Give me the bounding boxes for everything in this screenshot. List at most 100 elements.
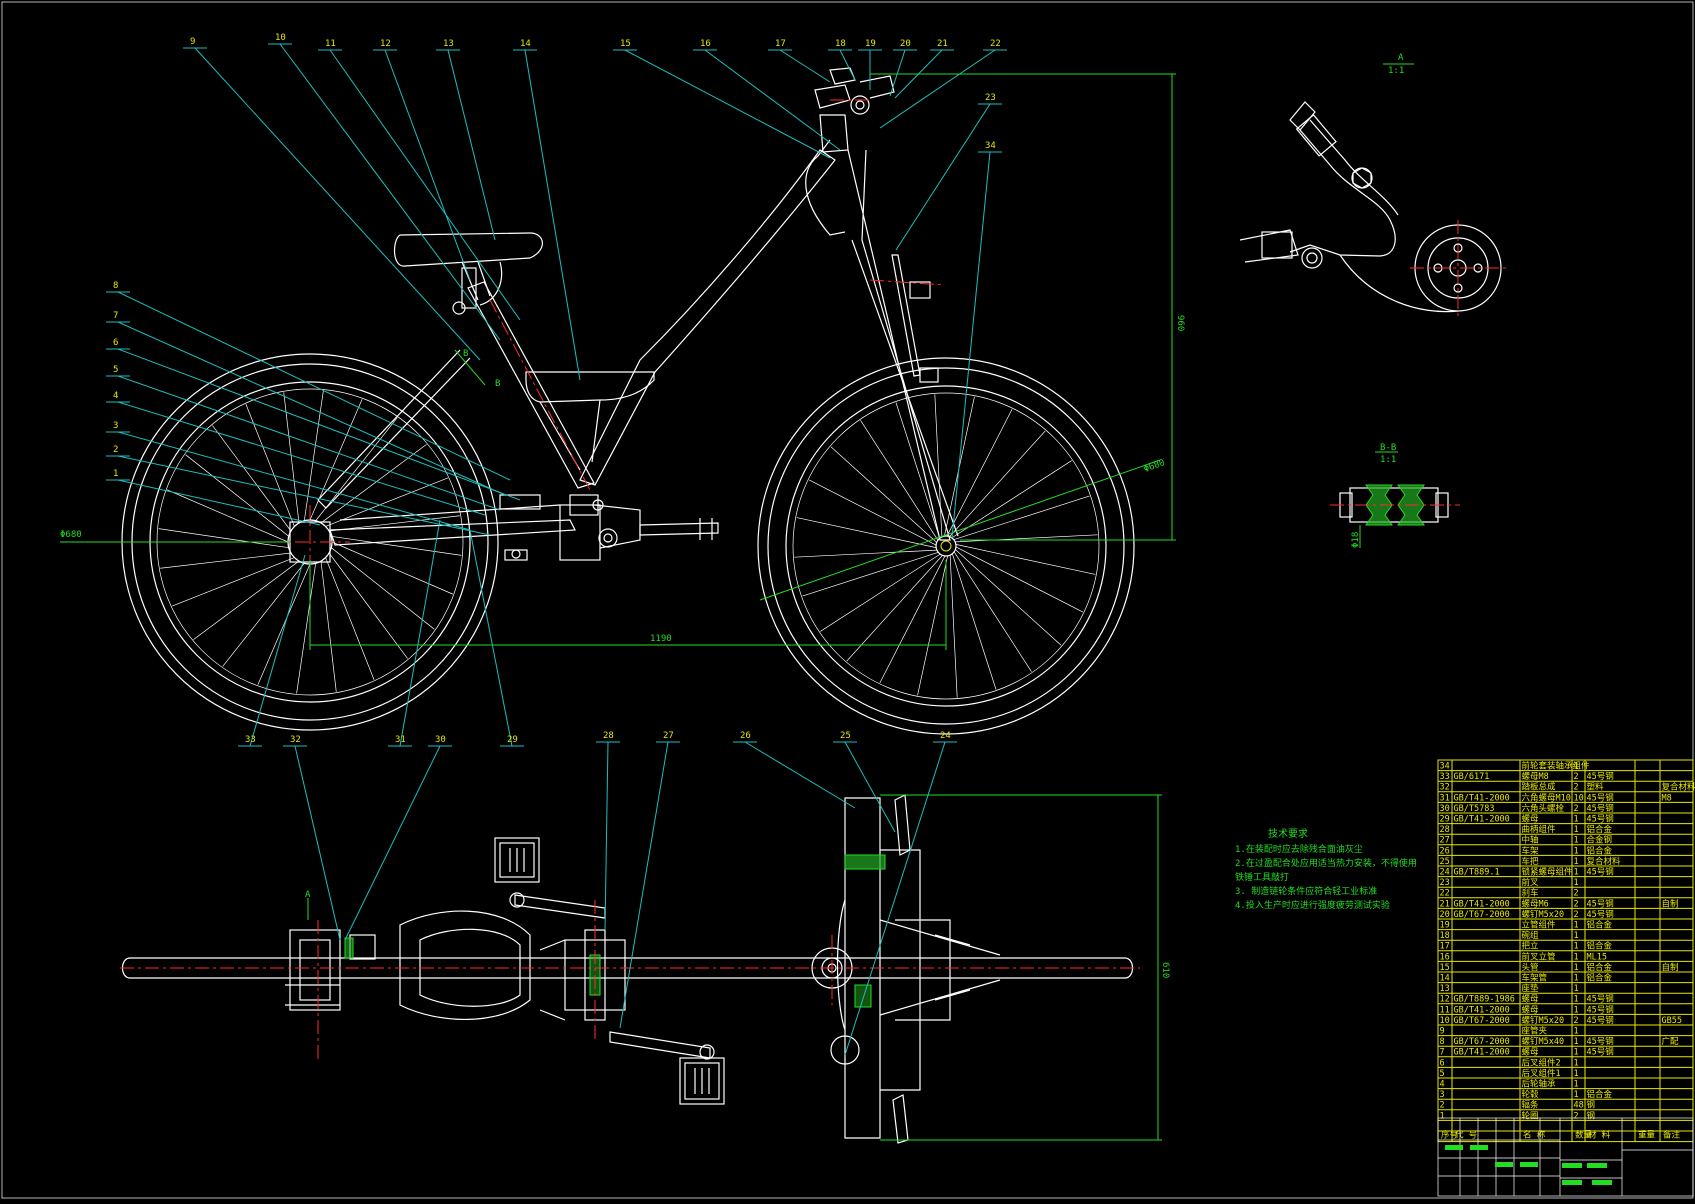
bom-cell: 前叉立管 (1522, 951, 1556, 962)
bom-cell: 2 (1574, 1016, 1579, 1026)
bom-cell: 34 (1440, 762, 1450, 772)
bom-cell: 2 (1574, 1111, 1579, 1121)
bom-cell: 螺母 (1522, 1047, 1539, 1058)
bom-cell: 2 (1574, 783, 1579, 793)
balloon-label: 23 (985, 93, 996, 103)
bom-cell: 2 (1574, 899, 1579, 909)
bom-cell: 15 (1440, 963, 1450, 973)
bom-cell: 2 (1574, 889, 1579, 899)
bom-cell: 5 (1440, 1069, 1445, 1079)
bom-cell: GB/T67-2000 (1454, 1037, 1510, 1047)
bom-cell: 10 (1440, 1016, 1450, 1026)
detail-a: A 1:1 (1240, 53, 1510, 318)
balloon-label: 13 (443, 39, 454, 49)
bom-cell: 车把 (1522, 856, 1540, 867)
top-frame (123, 795, 1133, 1143)
bom-cell: 7 (1440, 1048, 1445, 1058)
bom-header-cell: 名 称 (1523, 1129, 1546, 1140)
bom-cell: 33 (1440, 772, 1450, 782)
bom-cell: 1 (1574, 762, 1579, 772)
bom-cell: 1 (1574, 1090, 1579, 1100)
cut-marker-b2: B (495, 379, 500, 389)
balloon-label: 7 (113, 311, 118, 321)
bom-cell: 1 (1440, 1111, 1445, 1121)
bom-cell: 45号钢 (1587, 792, 1614, 803)
balloon-label: 29 (507, 735, 518, 745)
bom-cell: 32 (1440, 783, 1450, 793)
bom-cell: GB/T67-2000 (1454, 1016, 1510, 1026)
bom-cell: 轮圈 (1522, 1110, 1539, 1121)
balloon-label: 4 (113, 391, 118, 401)
bom-cell: GB55 (1662, 1016, 1682, 1026)
bom-cell: 1 (1574, 931, 1579, 941)
bom-cell: 螺母M6 (1522, 898, 1549, 909)
bom-cell: 铝合金 (1587, 941, 1613, 952)
bom-cell: 8 (1440, 1037, 1445, 1047)
bom-cell: 后叉组件2 (1522, 1057, 1561, 1068)
bom-cell: 1 (1574, 836, 1579, 846)
bom-cell: 钢 (1587, 1100, 1596, 1111)
bom-cell: 1 (1574, 921, 1579, 931)
bom-cell: 座管夹 (1522, 1026, 1548, 1037)
balloon-label: 5 (113, 365, 118, 375)
bom-cell: 车架管 (1522, 973, 1548, 984)
leader-lines (106, 44, 1007, 1055)
balloon-label: 15 (620, 39, 631, 49)
bom-cell: 2 (1574, 910, 1579, 920)
bom-cell: GB/6171 (1454, 772, 1490, 782)
detail-a-scale: 1:1 (1388, 66, 1404, 76)
bom-cell: 16 (1440, 952, 1450, 962)
bom-cell: 螺母 (1522, 1004, 1539, 1015)
balloon-label: 24 (940, 731, 951, 741)
bom-cell: 前叉 (1522, 877, 1540, 888)
balloon-label: 32 (290, 735, 301, 745)
balloon-label: 1 (113, 469, 118, 479)
balloon-label: 30 (435, 735, 446, 745)
balloon-label: 10 (275, 33, 286, 43)
bom-cell: 螺钉M5x40 (1522, 1036, 1565, 1047)
bom-cell: GB/T67-2000 (1454, 910, 1510, 920)
bom-header-cell: 备注 (1663, 1129, 1681, 1140)
bom-cell: 2 (1574, 804, 1579, 814)
bom-cell: 头管 (1522, 962, 1539, 973)
detail-b-scale: 1:1 (1380, 455, 1396, 465)
bom-cell: 23 (1440, 878, 1450, 888)
bom-cell: 45号钢 (1587, 1036, 1614, 1047)
balloon-label: 12 (380, 39, 391, 49)
bom-cell: 28 (1440, 825, 1450, 835)
bom-cell: 座垫 (1522, 983, 1540, 994)
bom-cell: 自制 (1662, 962, 1679, 973)
balloon-label: 25 (840, 731, 851, 741)
bom-cell: 1 (1574, 878, 1579, 888)
balloon-label: 19 (865, 39, 876, 49)
bom-cell: 复合材料 (1587, 856, 1622, 867)
bom-cell: 29 (1440, 815, 1450, 825)
bom-cell: 26 (1440, 846, 1450, 856)
balloon-label: 33 (245, 735, 256, 745)
bom-cell: 11 (1440, 1005, 1450, 1015)
bom-cell: 21 (1440, 899, 1450, 909)
tech-line-4: 3. 制造链轮条件应符合轻工业标准 (1235, 885, 1377, 897)
bike-frame (318, 68, 958, 560)
tech-line-5: 4.投入生产时应进行强度疲劳测试实验 (1235, 899, 1390, 911)
bom-cell: 9 (1440, 1027, 1445, 1037)
balloon-label: 26 (740, 731, 751, 741)
balloon-label: 34 (985, 141, 996, 151)
bom-cell: 1 (1574, 1027, 1579, 1037)
bom-cell: 3 (1440, 1090, 1445, 1100)
bom-cell: 45号钢 (1587, 803, 1614, 814)
bom-cell: 塑料 (1587, 782, 1605, 793)
balloon-label: 8 (113, 281, 118, 291)
dim-width: 610 (1160, 962, 1170, 978)
bom-cell: 螺钉M5x20 (1522, 909, 1565, 920)
balloon-label: 18 (835, 39, 846, 49)
bom-cell: 1 (1574, 1005, 1579, 1015)
bom-cell: 中轴 (1522, 835, 1539, 846)
bom-header-cell: 重量 (1638, 1129, 1656, 1140)
bom-header-cell: 材 料 (1588, 1129, 1611, 1140)
bom-cell: 2 (1440, 1101, 1445, 1111)
bom-cell: 铝合金 (1587, 845, 1613, 856)
bom-cell: 踏板总成 (1522, 782, 1557, 793)
bom-cell: 1 (1574, 995, 1579, 1005)
